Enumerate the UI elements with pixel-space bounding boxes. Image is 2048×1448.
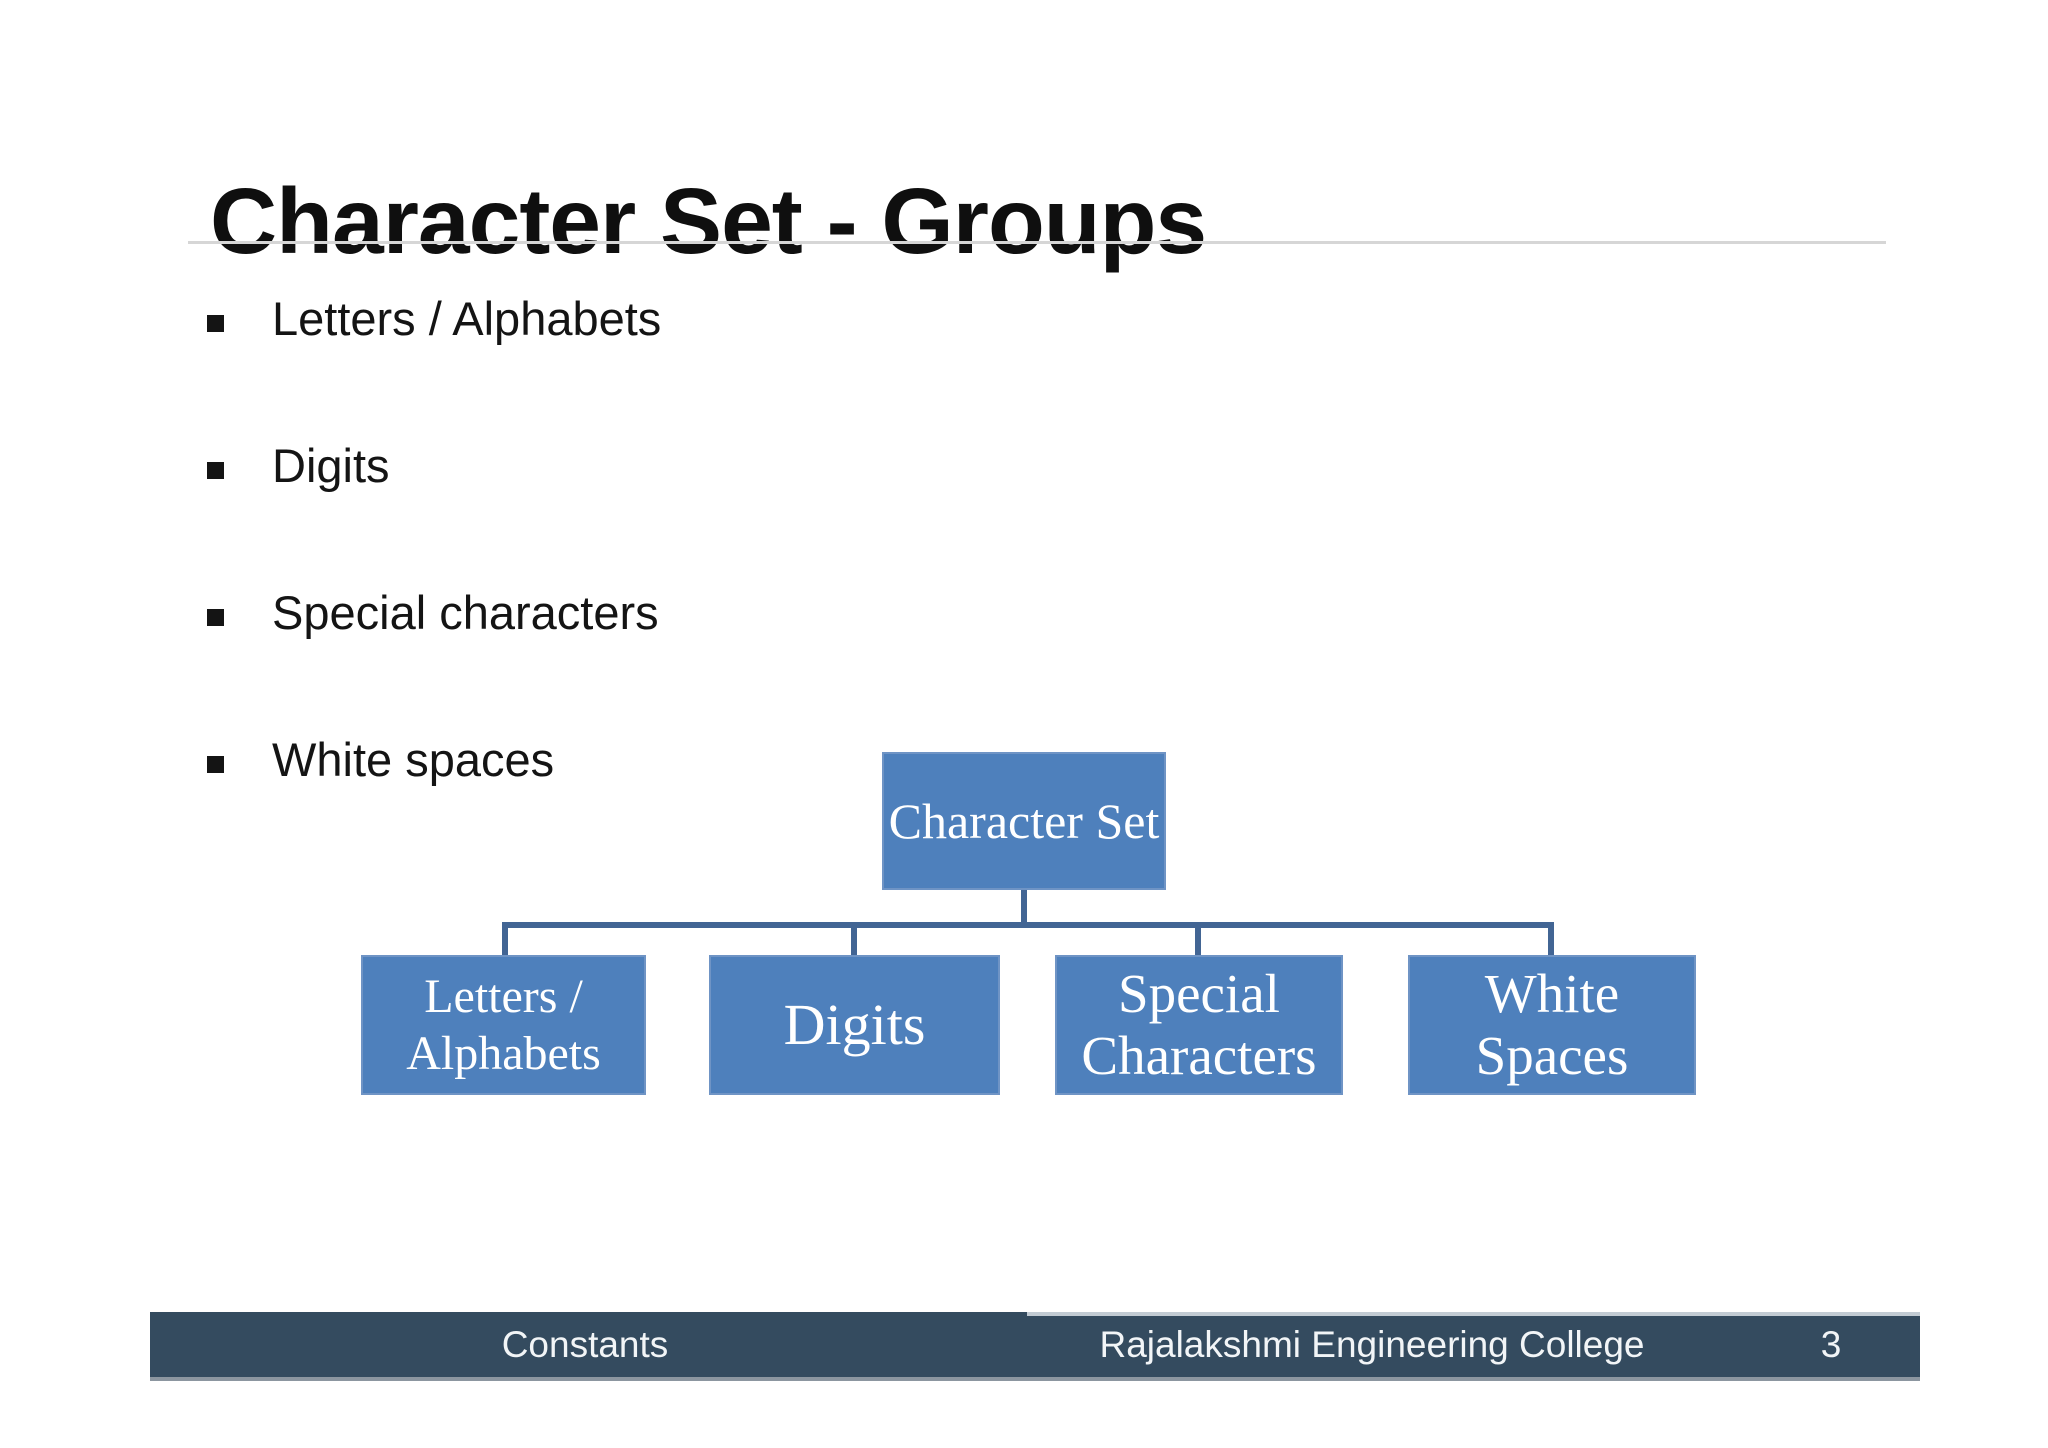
page-number: 3 <box>1820 1323 1842 1365</box>
list-item: Special characters <box>207 582 661 729</box>
diagram-node-letters-alphabets: Letters / Alphabets <box>361 955 646 1095</box>
list-item: Digits <box>207 435 661 582</box>
diagram-node-label: Character Set <box>888 793 1160 849</box>
diagram-node-label: Special Characters <box>1081 963 1317 1086</box>
square-bullet-icon <box>207 462 224 479</box>
connector-stub-special <box>1195 922 1201 955</box>
connector-stub-letters <box>502 922 508 955</box>
footer-bar: Constants Rajalakshmi Engineering Colleg… <box>150 1312 1920 1381</box>
square-bullet-icon <box>207 756 224 773</box>
footer-institution: Rajalakshmi Engineering College <box>1099 1323 1645 1365</box>
bullet-text: Letters / Alphabets <box>272 292 662 345</box>
diagram-node-label: Digits <box>783 992 926 1057</box>
diagram-node-label: Letters / Alphabets <box>406 970 601 1080</box>
list-item: White spaces <box>207 729 661 876</box>
square-bullet-icon <box>207 609 224 626</box>
diagram-node-digits: Digits <box>709 955 1000 1095</box>
bullet-text: White spaces <box>272 733 555 786</box>
bullet-text: Special characters <box>272 586 659 639</box>
slide-title: Character Set - Groups <box>210 169 1207 274</box>
diagram-node-label: White Spaces <box>1475 963 1629 1086</box>
footer-text: Constants <box>501 1323 669 1365</box>
connector-stub-digits <box>851 922 857 955</box>
diagram-node-white-spaces: White Spaces <box>1408 955 1696 1095</box>
footer-top-highlight-line <box>1027 1312 1920 1316</box>
bullet-text: Digits <box>272 439 390 492</box>
diagram-node-character-set: Character Set <box>882 752 1166 890</box>
square-bullet-icon <box>207 315 224 332</box>
diagram-node-special-characters: Special Characters <box>1055 955 1343 1095</box>
connector-stub-white <box>1548 922 1554 955</box>
connector-horizontal-line <box>502 922 1554 928</box>
connector-root-stub <box>1021 890 1027 925</box>
list-item: Letters / Alphabets <box>207 288 661 435</box>
title-divider-line <box>188 241 1886 244</box>
bullet-list: Letters / Alphabets Digits Special chara… <box>207 288 661 876</box>
